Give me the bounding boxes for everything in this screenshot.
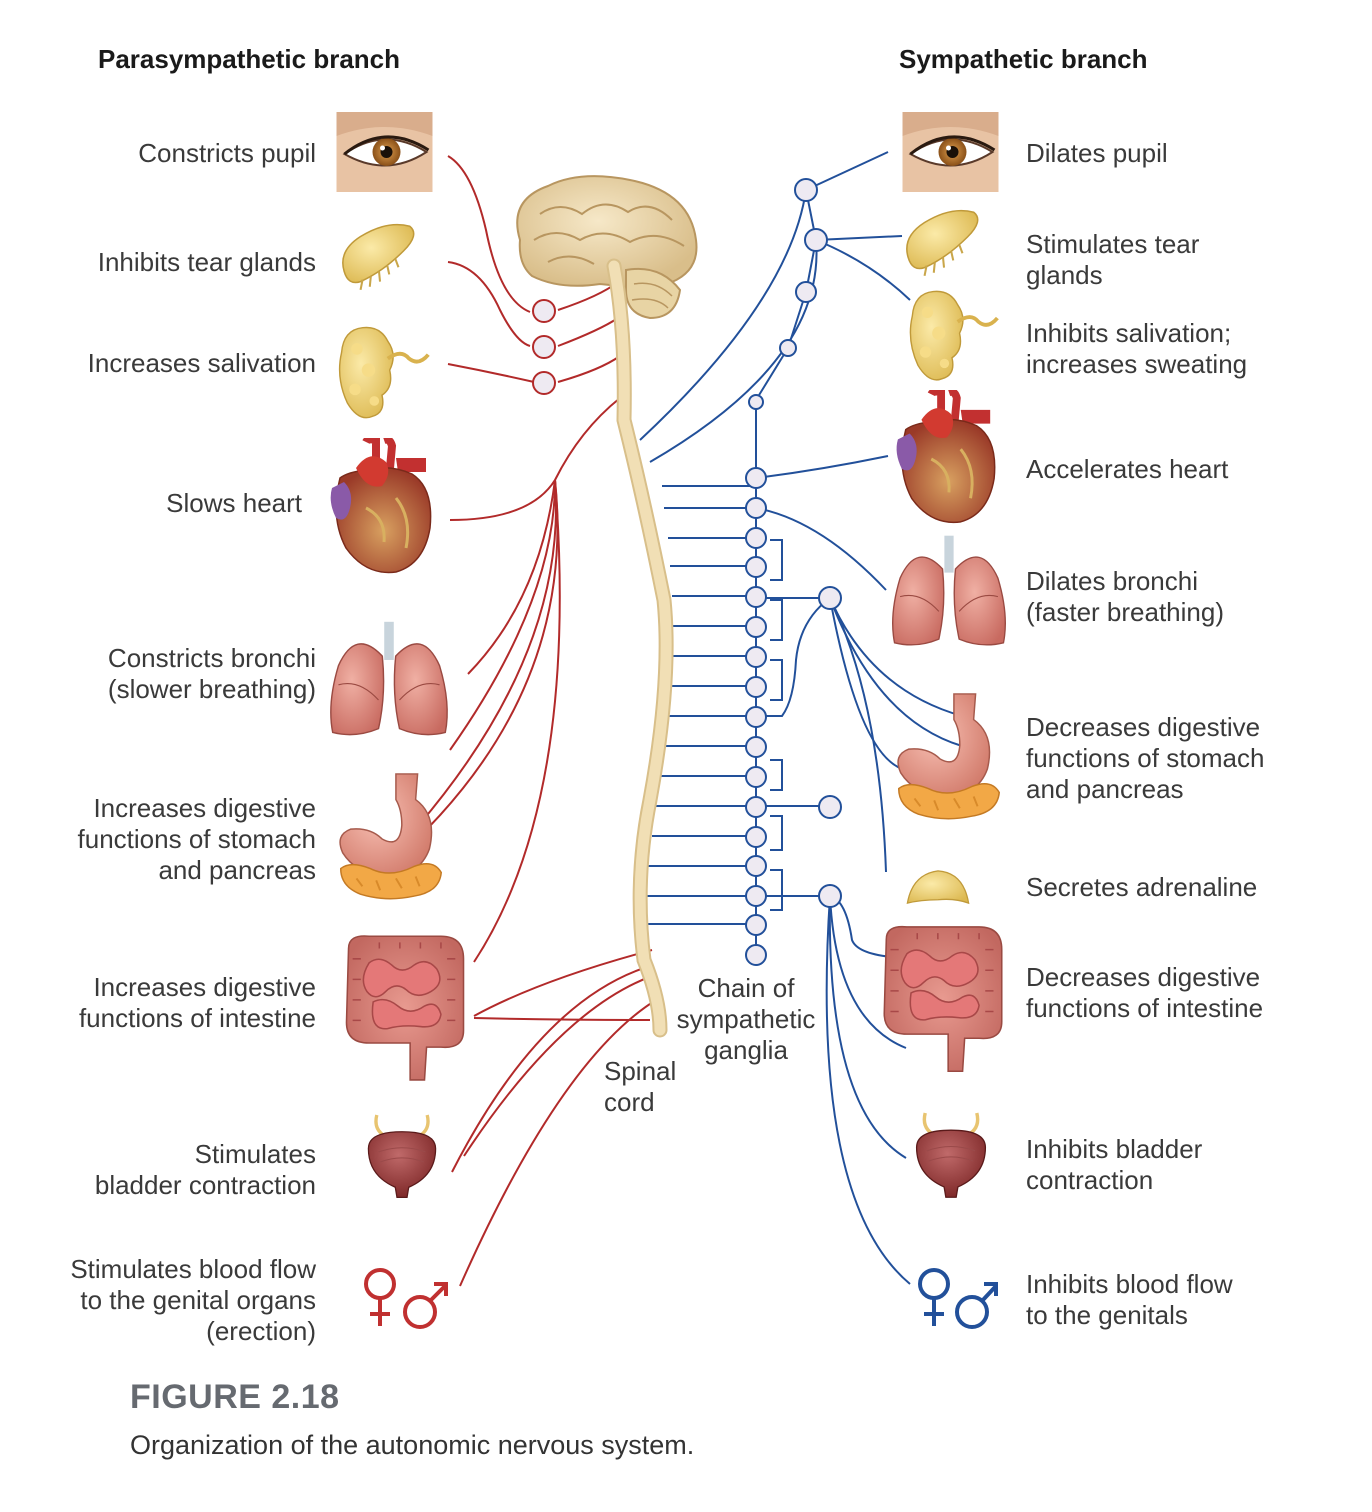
sympathetic-effect: Inhibits blood flow to the genitals	[1026, 1269, 1233, 1330]
genital-symbols-icon	[364, 1268, 448, 1329]
parasympathetic-effect: Stimulates bladder contraction	[94, 1139, 316, 1200]
sympathetic-effect: Inhibits bladder contraction	[1026, 1134, 1203, 1195]
sympathetic-ganglia-chain	[745, 178, 842, 966]
parasympathetic-ganglia	[532, 299, 556, 395]
intestine-icon	[883, 925, 1003, 1073]
salivary-gland-icon	[908, 289, 1000, 382]
parasympathetic-title: Parasympathetic branch	[98, 44, 401, 74]
tear-gland-icon	[341, 223, 415, 291]
brain-icon	[516, 175, 698, 320]
parasympathetic-effect: Increases salivation	[87, 348, 316, 378]
sympathetic-effect: Dilates pupil	[1026, 138, 1168, 168]
sympathetic-effect: Accelerates heart	[1026, 454, 1229, 484]
bladder-icon	[366, 1113, 438, 1200]
sympathetic-effect: Decreases digestive functions of stomach…	[1026, 712, 1265, 804]
eye-icon	[336, 112, 433, 192]
salivary-gland-icon	[337, 325, 431, 420]
sympathetic-effect: Decreases digestive functions of intesti…	[1026, 962, 1264, 1023]
sympathetic-effect: Inhibits salivation; increases sweating	[1026, 318, 1248, 379]
heart-icon	[897, 392, 995, 523]
sympathetic-effect: Stimulates tear glands	[1026, 229, 1200, 290]
parasympathetic-effect: Stimulates blood flow to the genital org…	[70, 1254, 316, 1346]
sympathetic-effect: Dilates bronchi (faster breathing)	[1026, 566, 1224, 627]
parasympathetic-nerves	[387, 155, 657, 1287]
parasympathetic-effect: Constricts pupil	[138, 138, 316, 168]
parasympathetic-effect: Increases digestive functions of stomach…	[77, 793, 316, 885]
sympathetic-effect: Secretes adrenaline	[1026, 872, 1258, 902]
stomach-icon	[339, 772, 443, 900]
sympathetic-chain-label: Chain of sympathetic ganglia	[676, 973, 816, 1065]
sympathetic-title: Sympathetic branch	[899, 44, 1148, 74]
lungs-icon	[330, 621, 448, 736]
heart-icon	[331, 439, 431, 572]
adrenal-gland-icon	[906, 870, 970, 904]
bladder-icon	[914, 1111, 988, 1200]
parasympathetic-effect: Inhibits tear glands	[97, 247, 316, 277]
genital-symbols-icon	[918, 1268, 998, 1329]
parasympathetic-effect: Constricts bronchi (slower breathing)	[107, 643, 316, 704]
figure-number: FIGURE 2.18	[130, 1378, 340, 1416]
parasympathetic-effect: Slows heart	[166, 488, 302, 518]
lungs-icon	[891, 534, 1007, 646]
figure-caption: Organization of the autonomic nervous sy…	[130, 1430, 695, 1460]
spinal-nerve-rami	[646, 485, 756, 925]
parasympathetic-effect: Increases digestive functions of intesti…	[78, 972, 316, 1033]
eye-icon	[902, 112, 999, 192]
intestine-icon	[345, 935, 465, 1081]
spinal-cord-label: Spinal cord	[604, 1056, 677, 1117]
tear-gland-icon	[905, 209, 979, 277]
